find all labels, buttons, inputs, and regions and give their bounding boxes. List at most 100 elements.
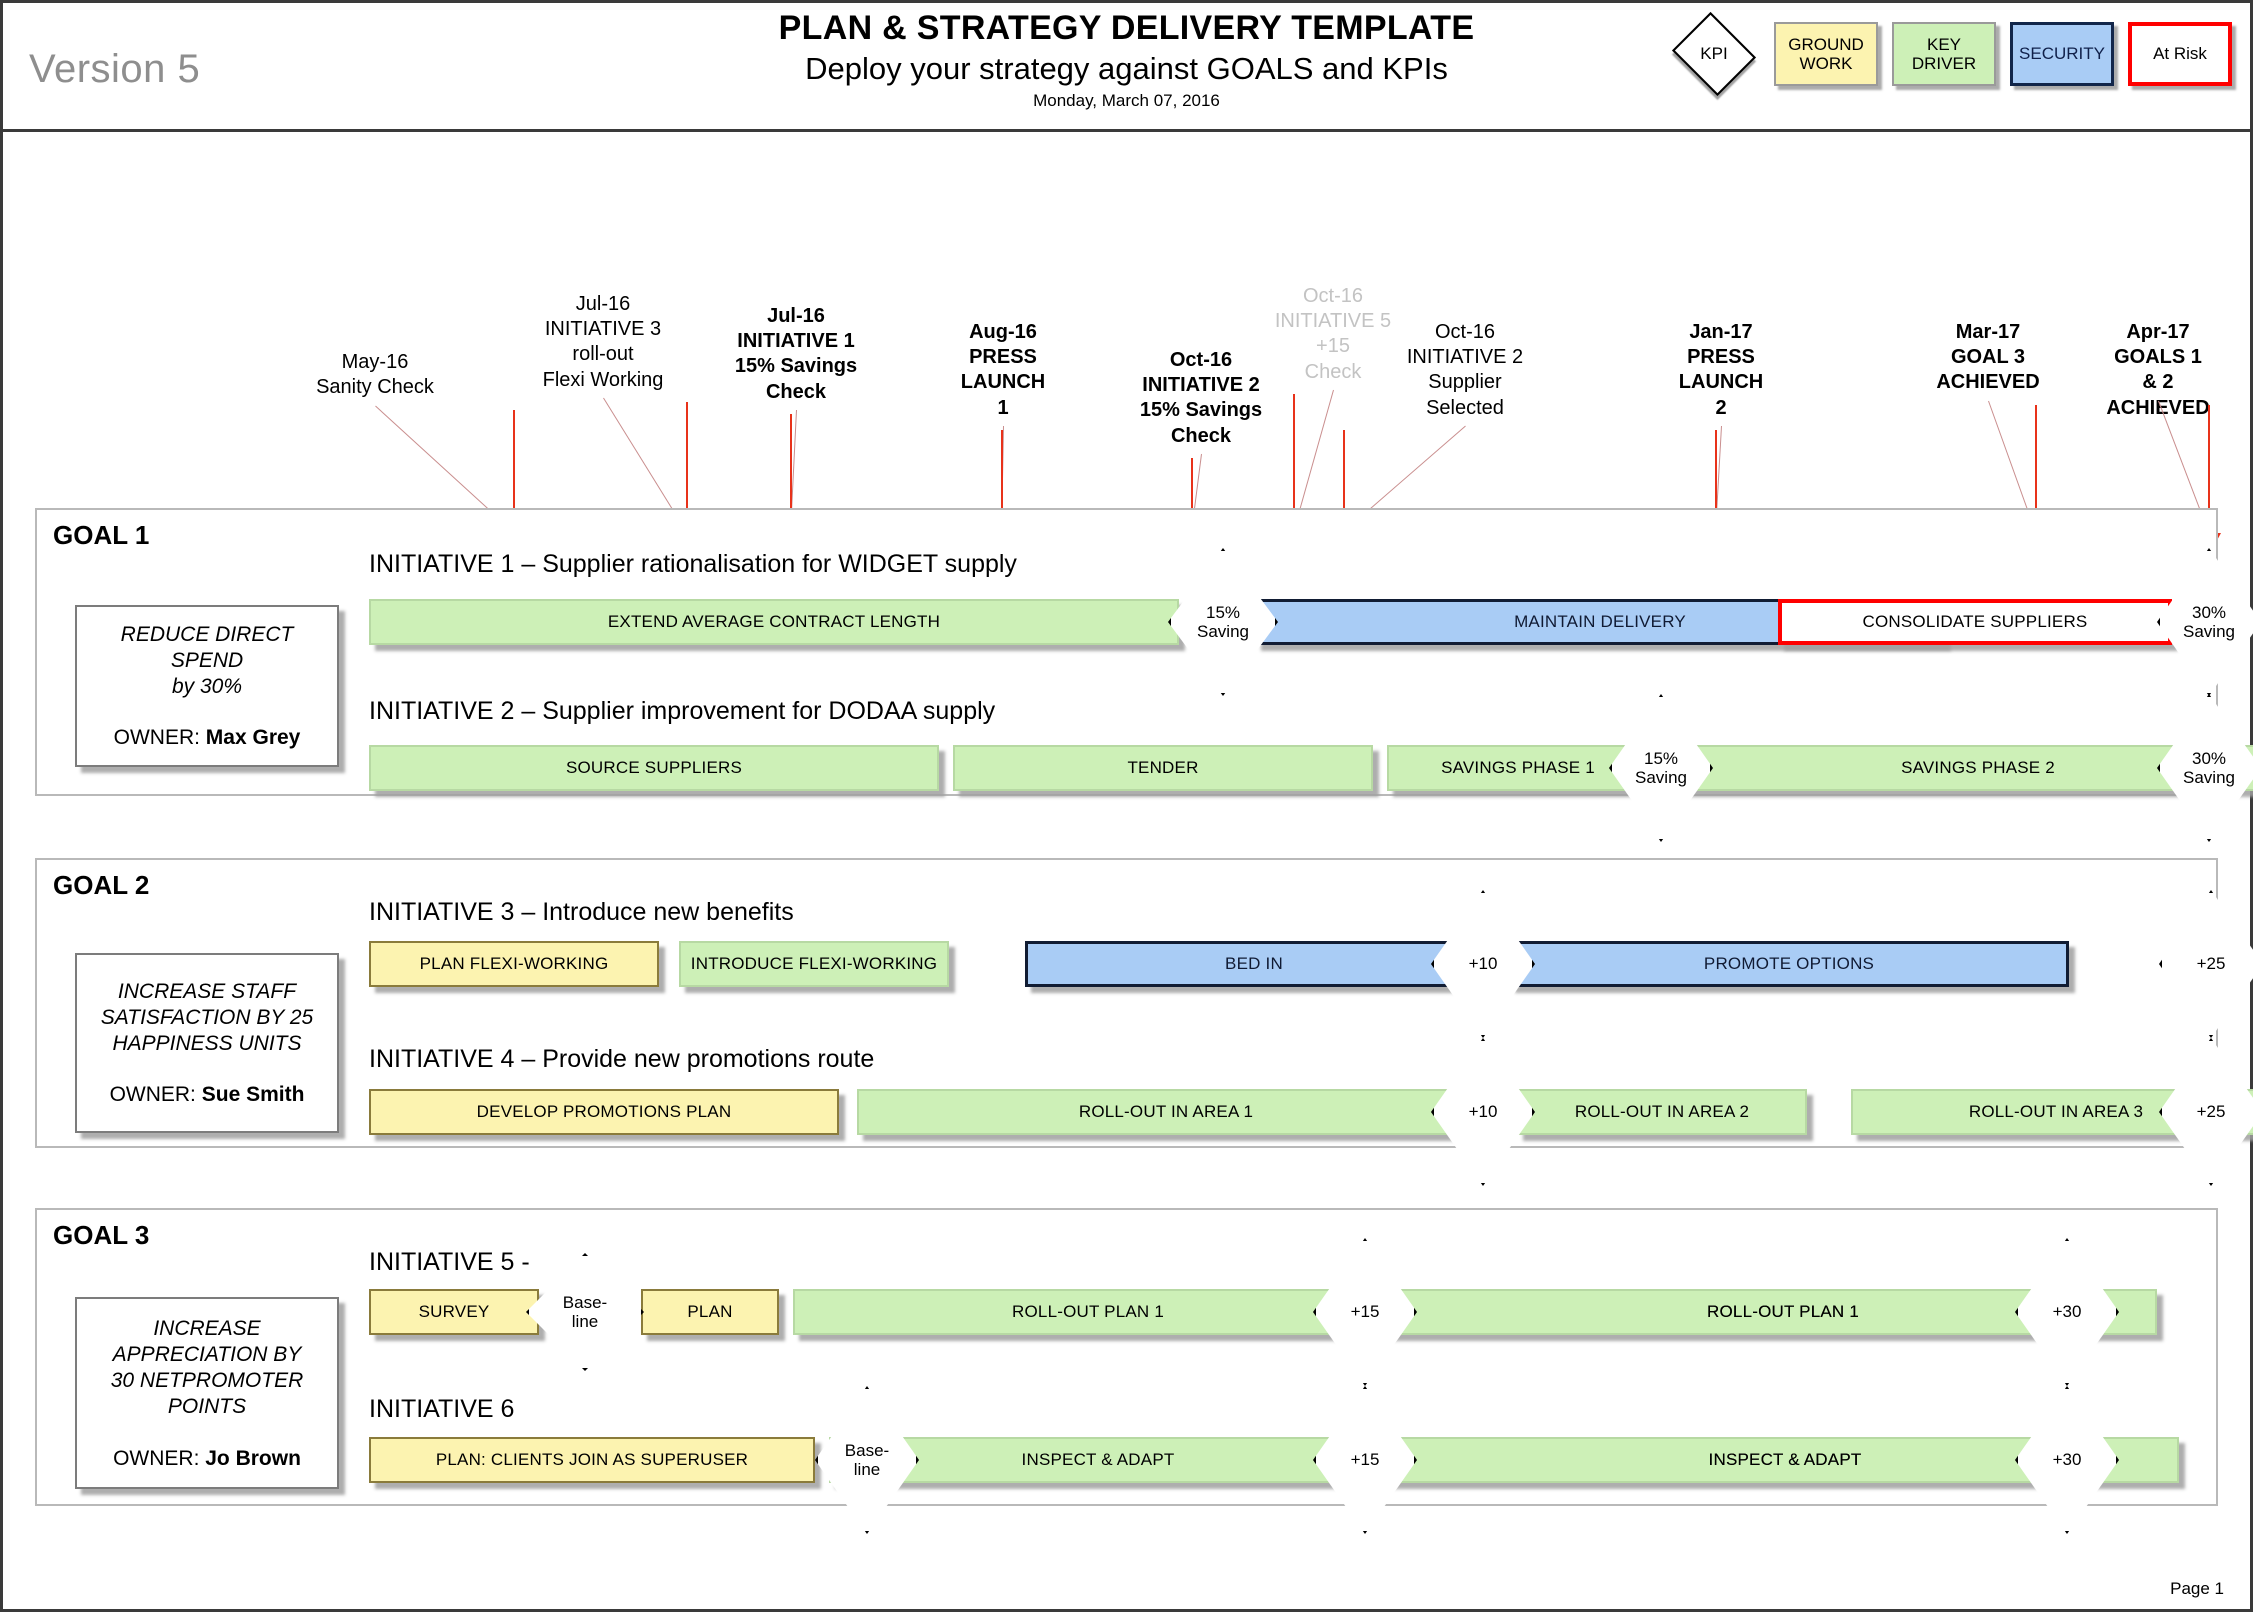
initiative-label-initiative-6: INITIATIVE 6	[369, 1395, 515, 1423]
initiative-bar[interactable]: SURVEY	[369, 1289, 539, 1335]
initiative-bar[interactable]: EXTEND AVERAGE CONTRACT LENGTH	[369, 599, 1179, 645]
initiative-bar[interactable]: CONSOLIDATE SUPPLIERS	[1778, 599, 2172, 645]
initiative-bar-text: SOURCE SUPPLIERS	[565, 758, 743, 777]
initiative-bar[interactable]: ROLL-OUT IN AREA 2	[1517, 1089, 1807, 1135]
goal-description-line: HAPPINESS UNITS	[112, 1032, 302, 1056]
kpi-marker[interactable]: +15	[1313, 1238, 1417, 1386]
milestone-line: INITIATIVE 5	[1274, 310, 1392, 333]
milestone-line: GOAL 3	[1950, 346, 2026, 369]
goal-owner-name: Max Grey	[205, 726, 301, 750]
milestone-line: Jul-16	[575, 293, 631, 315]
initiative-bar[interactable]: INTRODUCE FLEXI-WORKING	[679, 941, 949, 987]
goal-title-3: GOAL 3	[53, 1220, 150, 1250]
initiative-bar-text: ROLL-OUT IN AREA 1	[1078, 1102, 1254, 1121]
milestone-line: 15% Savings	[734, 355, 858, 378]
kpi-marker-line: +30	[2052, 1302, 2082, 1322]
goal-owner-label: OWNER:	[113, 726, 206, 750]
kpi-marker[interactable]: +15	[1313, 1386, 1417, 1534]
kpi-marker[interactable]: 15%Saving	[1168, 548, 1278, 696]
goal-description-line: INCREASE	[153, 1316, 261, 1340]
initiative-bar-text: INTRODUCE FLEXI-WORKING	[690, 954, 938, 973]
initiative-bar[interactable]: PLAN	[641, 1289, 779, 1335]
milestone-line: Jan-17	[1689, 321, 1753, 343]
legend-label-at-risk: At Risk	[2153, 44, 2207, 64]
kpi-marker[interactable]: Base-line	[815, 1386, 919, 1534]
goal-owner: OWNER: Jo Brown	[113, 1447, 301, 1471]
initiative-bar[interactable]: INSPECT & ADAPT	[829, 1437, 2179, 1483]
milestone-leader-stem	[513, 410, 515, 538]
initiative-bar-text: PROMOTE OPTIONS	[1703, 954, 1875, 973]
milestone-line: LAUNCH	[960, 371, 1046, 394]
initiative-bar[interactable]: TENDER	[953, 745, 1373, 791]
kpi-marker-text: Base-line	[815, 1386, 919, 1534]
kpi-marker[interactable]: +30	[2015, 1238, 2119, 1386]
initiative-bar[interactable]: SOURCE SUPPLIERS	[369, 745, 939, 791]
initiative-bar[interactable]: DEVELOP PROMOTIONS PLAN	[369, 1089, 839, 1135]
milestone-leader-stem	[1343, 430, 1345, 538]
kpi-marker[interactable]: 15%Saving	[1609, 694, 1713, 842]
milestone-line: Selected	[1426, 396, 1504, 419]
milestone-line: GOALS 1 & 2	[2114, 346, 2202, 394]
initiative-bar-text: PLAN FLEXI-WORKING	[419, 954, 609, 973]
legend-item-security: SECURITY	[2010, 22, 2114, 86]
legend-label-key-driver: KEY DRIVER	[1911, 34, 1977, 73]
initiative-bar[interactable]: ROLL-OUT IN AREA 1	[857, 1089, 1475, 1135]
goal-title-2: GOAL 2	[53, 870, 150, 900]
kpi-marker-text: 30%Saving	[2157, 548, 2253, 696]
initiative-bar-text: ROLL-OUT PLAN 1	[1012, 1302, 1164, 1321]
initiative-bar[interactable]: ROLL-OUT PLAN 1	[793, 1289, 2157, 1335]
milestone-leader-stem	[686, 402, 688, 538]
kpi-marker-line: Base-	[844, 1440, 890, 1460]
goal-description-line: by 30%	[171, 675, 243, 699]
kpi-marker-line: +10	[1468, 1102, 1498, 1122]
milestone-line: ACHIEVED	[2106, 396, 2210, 419]
initiative-bar[interactable]: PLAN FLEXI-WORKING	[369, 941, 659, 987]
kpi-marker-line: Base-	[562, 1292, 608, 1312]
initiative-bar-text: PLAN	[687, 1302, 733, 1321]
kpi-marker-text: Base-line	[526, 1253, 644, 1371]
initiative-bar[interactable]: SAVINGS PHASE 1	[1387, 745, 1649, 791]
milestone-line: Flexi Working	[542, 368, 664, 391]
kpi-marker-line: Saving	[2183, 622, 2235, 641]
legend-label-kpi: KPI	[1700, 44, 1728, 63]
initiative-bar[interactable]: PROMOTE OPTIONS	[1509, 941, 2069, 987]
initiative-bar-text: INSPECT & ADAPT	[1021, 1450, 1175, 1469]
goal-owner: OWNER: Max Grey	[114, 726, 301, 750]
kpi-marker[interactable]: 30%Saving	[2157, 548, 2253, 696]
kpi-marker-text: +15	[1313, 1238, 1417, 1386]
milestone-line: INITIATIVE 3	[544, 318, 662, 341]
initiative-bar-text: MAINTAIN DELIVERY	[1514, 612, 1686, 631]
initiative-bar[interactable]: BED IN	[1025, 941, 1483, 987]
milestone-line: Supplier	[1428, 371, 1502, 394]
milestone-line: +15	[1316, 335, 1350, 358]
initiative-bar-text: CONSOLIDATE SUPPLIERS	[1862, 612, 2088, 631]
goal-title-1: GOAL 1	[53, 520, 150, 550]
legend-item-key-driver: KEY DRIVER	[1892, 22, 1996, 86]
kpi-marker[interactable]: +10	[1431, 890, 1535, 1038]
initiative-bar[interactable]: PLAN: CLIENTS JOIN AS SUPERUSER	[369, 1437, 815, 1483]
legend-item-at-risk: At Risk	[2128, 22, 2232, 86]
goal-owner-name: Jo Brown	[205, 1446, 301, 1470]
milestone-line: 2	[1715, 396, 1727, 419]
kpi-marker[interactable]: +25	[2159, 890, 2253, 1038]
milestone-line: Sanity Check	[316, 376, 434, 399]
legend-item-kpi: KPI	[1668, 11, 1760, 97]
kpi-marker[interactable]: +25	[2159, 1038, 2253, 1186]
kpi-marker[interactable]: Base-line	[526, 1253, 644, 1371]
goal-owner-label: OWNER:	[109, 1083, 202, 1107]
kpi-marker[interactable]: 30%Saving	[2157, 694, 2253, 842]
initiative-bar[interactable]: SAVINGS PHASE 2	[1633, 745, 2253, 791]
milestone-line: INITIATIVE 2	[1142, 374, 1260, 397]
kpi-marker[interactable]: +10	[1431, 1038, 1535, 1186]
page-date: Monday, March 07, 2016	[1033, 91, 1220, 111]
initiative-bar-label: INSPECT & ADAPT	[1708, 1450, 1862, 1469]
kpi-marker[interactable]: +30	[2015, 1386, 2119, 1534]
kpi-marker-line: +25	[2196, 954, 2226, 974]
